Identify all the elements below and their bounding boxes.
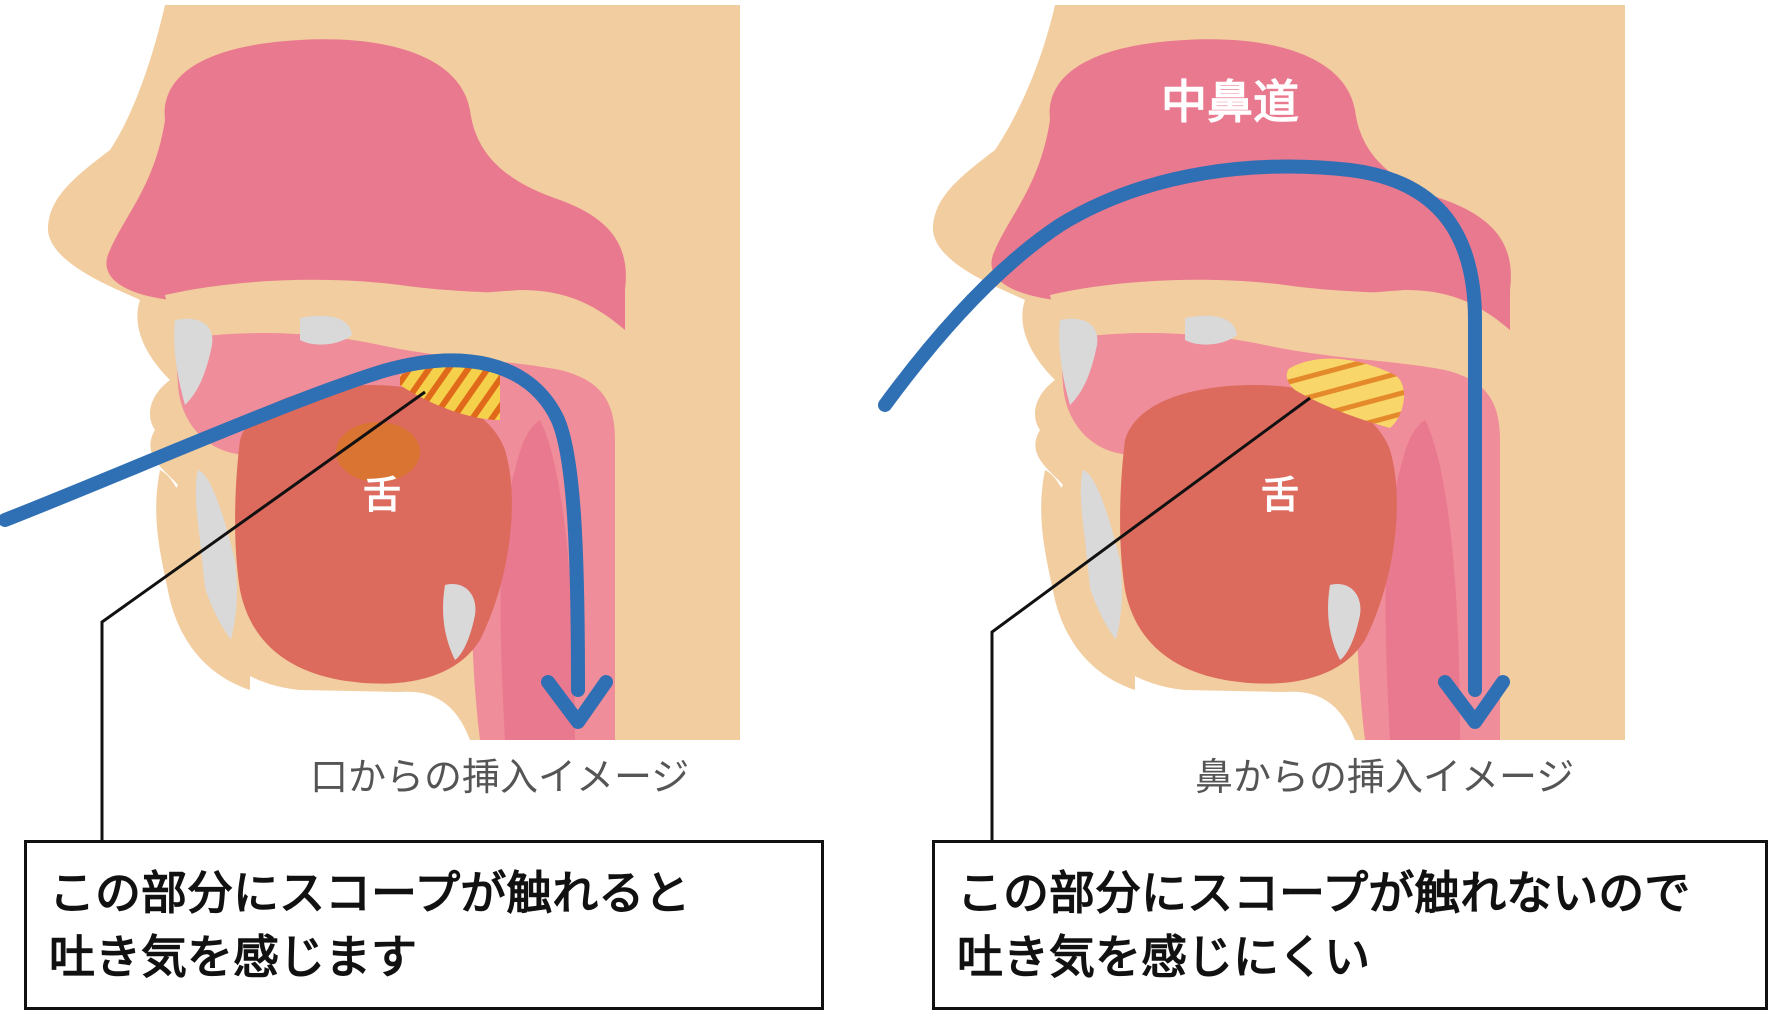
right-sensitive-area [1286,358,1405,428]
right-upper-tooth [1059,318,1098,405]
left-head-illustration: 舌 口からの挿入イメージ [0,5,740,840]
right-scope-tube [878,159,1483,697]
left-nasal-cavity [106,39,626,331]
right-palate [1050,279,1496,352]
left-lower-tooth [195,470,237,660]
right-throat [1385,420,1460,740]
left-callout-line [100,390,426,840]
left-upper-tooth [174,318,213,405]
left-lower-molar [443,584,476,660]
right-nasal-cavity [991,39,1511,331]
left-tongue-label: 舌 [363,473,401,517]
right-note-line-1: この部分にスコープが触れないので [957,866,1691,920]
left-tongue [235,385,512,684]
left-lower-lip [156,470,250,690]
left-note-line-2: 吐き気を感じます [49,930,417,984]
right-lower-tooth [1080,470,1122,660]
right-head-illustration: 中鼻道 舌 鼻からの挿入イメージ [878,5,1625,840]
right-tongue-label: 舌 [1261,473,1299,517]
left-palate [165,279,611,352]
left-sensitive-area [400,364,500,420]
right-upper-molar [1185,315,1237,345]
left-tongue-spot [336,422,420,482]
left-throat [500,420,575,740]
right-tongue [1120,385,1397,684]
left-note-box: この部分にスコープが触れると 吐き気を感じます [24,840,824,1010]
right-lower-molar [1328,584,1361,660]
right-lower-lip [1041,470,1135,690]
right-scope-arrowhead [1438,675,1510,729]
left-upper-molar [300,315,352,345]
right-caption: 鼻からの挿入イメージ [1195,755,1574,799]
left-note-line-1: この部分にスコープが触れると [49,866,691,920]
right-callout-line [990,396,1311,840]
right-note-box: この部分にスコープが触れないので 吐き気を感じにくい [932,840,1768,1010]
right-note-line-2: 吐き気を感じにくい [957,930,1371,984]
left-scope-tube [0,353,585,697]
left-caption: 口からの挿入イメージ [310,755,689,799]
left-scope-arrowhead [541,675,613,729]
right-nasal-label: 中鼻道 [1161,75,1299,129]
